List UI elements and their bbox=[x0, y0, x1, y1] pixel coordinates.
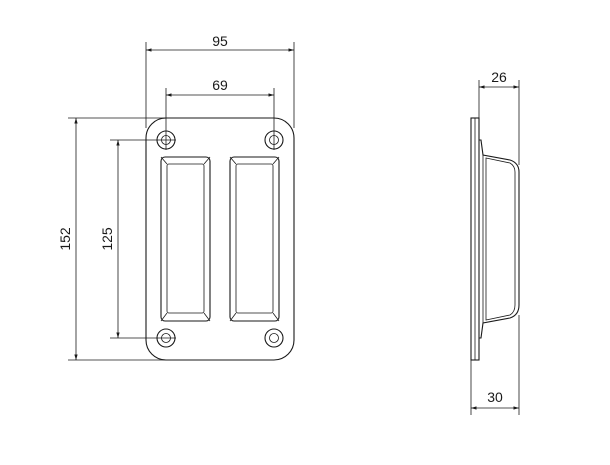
dimension-overall-width: 95 bbox=[145, 33, 295, 128]
dimension-hole-spacing-height: 125 bbox=[99, 139, 176, 339]
screw-hole-bottom-right bbox=[264, 328, 284, 348]
dimension-label-69: 69 bbox=[212, 77, 228, 93]
dimension-label-26: 26 bbox=[491, 69, 507, 85]
recess-left bbox=[160, 156, 211, 322]
plate-outline bbox=[145, 117, 295, 361]
dimension-side-depth: 26 bbox=[478, 69, 520, 165]
side-body-profile bbox=[479, 139, 520, 339]
dimension-overall-height: 152 bbox=[57, 117, 166, 361]
dimension-label-152: 152 bbox=[57, 227, 73, 251]
side-view: 26 30 bbox=[470, 69, 520, 415]
dimension-label-95: 95 bbox=[212, 33, 228, 49]
dimension-label-30: 30 bbox=[487, 389, 503, 405]
dimension-side-total-depth: 30 bbox=[470, 315, 520, 415]
recess-right bbox=[229, 156, 280, 322]
front-view: 95 69 152 125 bbox=[57, 33, 295, 361]
dimension-hole-spacing-width: 69 bbox=[165, 77, 275, 150]
dimension-label-125: 125 bbox=[99, 227, 115, 251]
